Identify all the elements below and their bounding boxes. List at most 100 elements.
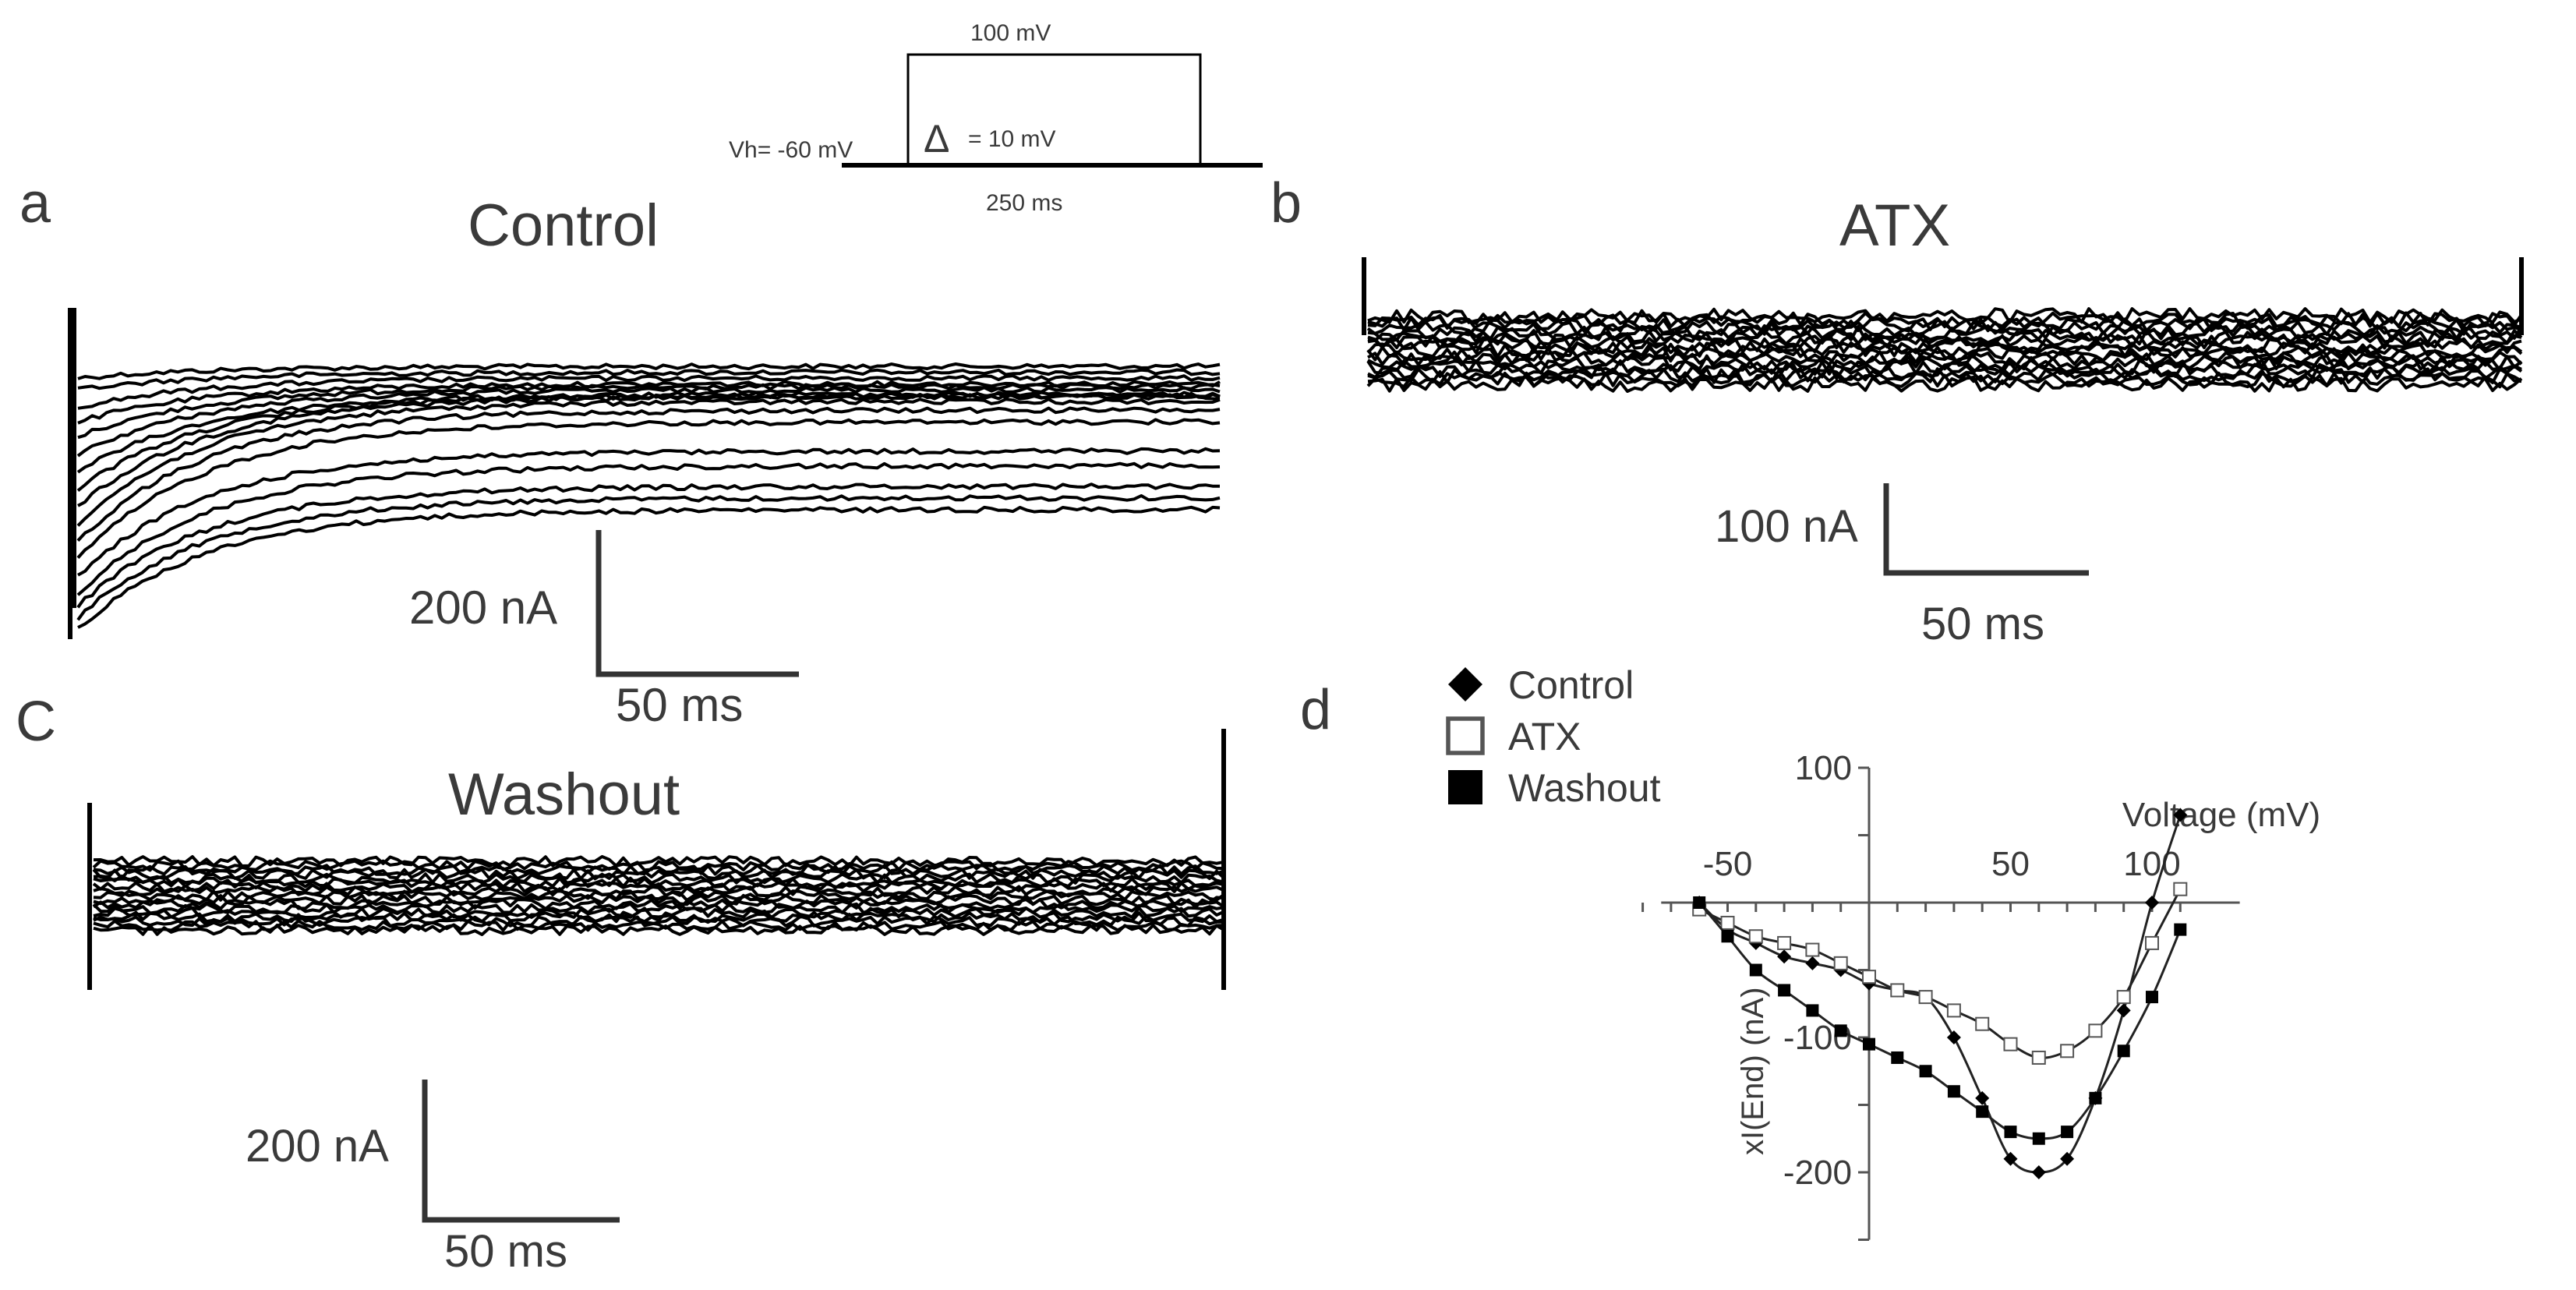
iv-point-control [2116, 1003, 2131, 1018]
iv-point-atx [2173, 882, 2188, 896]
current-trace [76, 391, 1221, 474]
iv-y-tick-label: -200 [1783, 1154, 1852, 1192]
current-trace [77, 362, 1221, 380]
iv-point-washout [1778, 984, 1791, 997]
panel-c-traces [87, 729, 1226, 990]
iv-point-atx [1748, 929, 1763, 944]
current-trace [76, 482, 1221, 609]
legend-marker-control [1448, 667, 1482, 702]
iv-point-washout [2146, 991, 2158, 1004]
iv-point-atx [1777, 935, 1792, 950]
iv-point-atx [1946, 1003, 1961, 1018]
legend-marker-washout [1448, 770, 1482, 804]
current-trace [1367, 376, 2523, 393]
iv-point-control [2031, 1165, 2046, 1179]
iv-point-washout [2174, 923, 2187, 936]
panel-b-scale-bar [1883, 483, 2089, 576]
iv-point-control [1805, 956, 1820, 970]
protocol-delta-symbol: Δ [924, 117, 949, 161]
iv-point-atx [1805, 942, 1820, 957]
current-trace [77, 368, 1221, 391]
panel-a-scale-x-label: 50 ms [616, 679, 743, 731]
current-trace [93, 872, 1224, 885]
current-trace [77, 505, 1221, 629]
panel-a: a Control 200 nA 50 ms [19, 172, 1221, 731]
panel-a-traces [68, 308, 1221, 639]
current-trace [76, 406, 1221, 542]
iv-point-control [2003, 1151, 2018, 1166]
protocol-step-label: 100 mV [970, 20, 1051, 46]
iv-point-atx [2003, 1037, 2018, 1051]
iv-y-axis-label: xI(End) (nA) [1736, 987, 1770, 1155]
current-trace [92, 898, 1225, 910]
iv-series-line-washout [1698, 902, 2182, 1140]
protocol-duration-label: 250 ms [986, 190, 1062, 216]
current-trace [77, 374, 1221, 410]
panel-a-title: Control [468, 193, 659, 259]
iv-series-line-control [1698, 815, 2182, 1174]
panel-a-letter: a [19, 172, 51, 235]
iv-point-washout [2032, 1132, 2045, 1145]
iv-x-tick-label: 100 [2123, 845, 2180, 883]
iv-point-atx [1720, 915, 1735, 930]
iv-point-washout [2089, 1091, 2102, 1104]
current-trace [93, 889, 1225, 902]
current-trace [76, 418, 1221, 559]
iv-point-atx [2060, 1044, 2075, 1059]
iv-point-control [1946, 1030, 1961, 1044]
iv-point-control [1777, 949, 1792, 964]
panel-c: C Washout 200 nA 50 ms [16, 691, 1226, 1277]
panel-b-letter: b [1270, 172, 1302, 235]
legend-marker-atx [1446, 716, 1485, 755]
iv-point-washout [1806, 1004, 1819, 1017]
legend-label-washout: Washout [1508, 766, 1661, 810]
legend-label-control: Control [1508, 663, 1634, 707]
iv-x-tick-label: -50 [1703, 845, 1753, 883]
voltage-protocol: Vh= -60 mV 100 mV Δ = 10 mV 250 ms [729, 20, 1263, 216]
panel-d-letter: d [1300, 679, 1331, 741]
panel-b-title: ATX [1839, 193, 1950, 259]
panel-b-scale-x-label: 50 ms [1921, 599, 2044, 649]
iv-point-atx [2031, 1050, 2046, 1065]
panel-a-scale-y-label: 200 nA [409, 581, 557, 634]
iv-point-atx [1862, 970, 1876, 984]
panel-b-traces [1362, 257, 2524, 393]
iv-point-atx [1975, 1016, 1990, 1031]
iv-point-control [2173, 808, 2188, 822]
legend-label-atx: ATX [1508, 715, 1581, 758]
iv-point-washout [1749, 963, 1762, 977]
current-trace [92, 859, 1224, 872]
current-trace [93, 924, 1224, 936]
current-trace [76, 398, 1221, 527]
protocol-step-pulse [906, 53, 1202, 165]
panel-c-title: Washout [448, 762, 680, 828]
current-trace [77, 447, 1221, 577]
current-trace [93, 907, 1224, 919]
iv-point-washout [1693, 896, 1706, 909]
iv-point-atx [2116, 990, 2131, 1005]
current-trace [93, 855, 1224, 868]
iv-point-washout [1834, 1024, 1847, 1037]
iv-point-washout [2117, 1044, 2130, 1058]
iv-point-control [2060, 1151, 2075, 1166]
protocol-delta-label: = 10 mV [968, 126, 1056, 152]
current-trace [1367, 316, 2522, 333]
current-trace [76, 494, 1221, 621]
iv-point-washout [1919, 1065, 1932, 1078]
current-trace [1367, 320, 2522, 338]
panel-c-scale-y-label: 200 nA [246, 1121, 389, 1172]
current-trace [77, 383, 1221, 440]
iv-point-washout [2004, 1126, 2017, 1139]
panel-c-letter: C [16, 691, 56, 753]
iv-point-atx [1890, 983, 1905, 998]
iv-point-control [2145, 896, 2159, 910]
iv-point-washout [1721, 930, 1734, 943]
iv-series-line-atx [1698, 889, 2182, 1059]
panel-c-scale-bar [422, 1080, 620, 1223]
current-trace [1366, 341, 2523, 359]
iv-point-washout [1891, 1051, 1904, 1064]
